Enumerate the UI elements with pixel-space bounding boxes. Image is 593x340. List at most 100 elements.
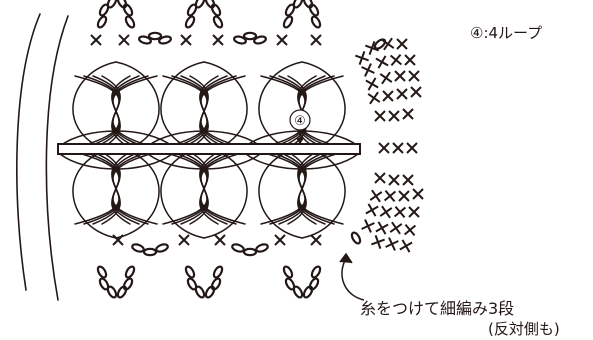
single-crochet-icon: [365, 77, 379, 91]
single-crochet-icon: [389, 53, 403, 67]
single-crochet-icon: [399, 239, 413, 253]
chain-stitch-icon: [373, 38, 387, 50]
loop-marker-label: ④: [294, 114, 306, 129]
single-crochet-group: [392, 142, 404, 154]
loop-strand: [203, 149, 248, 239]
chain-stitch-icon: [253, 35, 267, 45]
fabric-edge-line: [45, 15, 69, 301]
chain-stitch-icon: [122, 277, 134, 291]
single-crochet-group: [410, 86, 422, 98]
chain-stitch-icon: [231, 243, 245, 253]
single-crochet-group: [394, 70, 406, 82]
chain-stitch-icon: [194, 0, 206, 9]
single-crochet-group: [404, 54, 416, 66]
single-crochet-icon: [388, 174, 400, 186]
chain-stitch-icon: [184, 265, 196, 279]
loop-strand: [245, 153, 359, 170]
single-crochet-icon: [408, 70, 420, 82]
chain-stitch-icon: [106, 0, 118, 9]
loop-strand: [301, 149, 346, 239]
single-crochet-icon: [408, 206, 420, 218]
single-crochet-icon: [375, 221, 389, 235]
loop-strand: [74, 151, 158, 225]
loop-strand: [72, 149, 117, 239]
single-crochet-icon: [367, 91, 381, 105]
chain-stitch-icon: [310, 15, 322, 29]
single-crochet-icon: [112, 234, 124, 246]
single-crochet-group: [398, 190, 410, 202]
chain-stitch-icon: [147, 31, 163, 41]
loop-bundle: [147, 61, 261, 239]
chain-stitch-icon: [131, 243, 145, 253]
single-crochet-icon: [178, 234, 190, 246]
chain-stitch-icon: [292, 0, 304, 9]
chain-stitch-icon: [255, 243, 269, 253]
single-crochet-group: [375, 221, 389, 235]
single-crochet-icon: [180, 34, 192, 46]
chain-stitch-icon: [212, 265, 224, 279]
single-crochet-group: [369, 189, 383, 203]
fabric-edge-line: [16, 13, 41, 291]
chain-stitch-icon: [212, 15, 224, 29]
loop-strand: [260, 151, 344, 225]
chain-stitch-icon: [292, 285, 304, 299]
single-crochet-group: [367, 91, 381, 105]
loop-strand: [115, 61, 160, 151]
single-crochet-group: [396, 38, 408, 50]
loop-strand: [59, 130, 173, 147]
chain-stitch-icon: [282, 265, 294, 279]
single-crochet-icon: [361, 63, 375, 77]
single-crochet-icon: [361, 219, 375, 233]
single-crochet-group: [355, 51, 369, 65]
chain-stitch-icon: [302, 285, 314, 299]
chain-stitch-icon: [350, 231, 362, 245]
single-crochet-icon: [378, 142, 390, 154]
chain-stitch-icon: [308, 3, 320, 17]
single-crochet-icon: [383, 189, 397, 203]
single-crochet-icon: [212, 34, 224, 46]
chain-stitch-icon: [210, 277, 222, 291]
chain-stitch-icon: [116, 285, 128, 299]
single-crochet-icon: [379, 71, 393, 85]
single-crochet-icon: [310, 234, 322, 246]
single-crochet-icon: [118, 34, 130, 46]
single-crochet-group: [374, 172, 386, 184]
loop-strand: [203, 61, 248, 151]
single-crochet-icon: [393, 205, 407, 219]
single-crochet-group: [388, 110, 400, 122]
single-crochet-group: [408, 70, 420, 82]
single-crochet-group: [365, 203, 379, 217]
single-crochet-group: [361, 63, 375, 77]
single-crochet-group: [412, 188, 424, 200]
single-crochet-group: [383, 189, 397, 203]
single-crochet-group: [393, 205, 407, 219]
single-crochet-group: [382, 90, 394, 102]
chain-stitch-icon: [308, 277, 320, 291]
marker-circle: [289, 109, 311, 131]
chain-stitch-icon: [210, 3, 222, 17]
single-crochet-icon: [374, 110, 386, 122]
instruction-text: 糸をつけて細編み3段: [360, 299, 515, 318]
single-crochet-group: [389, 53, 403, 67]
loop-bundle: [59, 61, 173, 239]
chain-stitch-icon: [204, 285, 216, 299]
loop-strand: [59, 153, 173, 170]
single-crochet-group: [379, 71, 393, 85]
loop-strand: [115, 149, 160, 239]
single-crochet-icon: [90, 34, 102, 46]
single-crochet-icon: [365, 203, 379, 217]
single-crochet-group: [402, 174, 414, 186]
chain-stitch-icon: [96, 265, 108, 279]
single-crochet-icon: [371, 235, 385, 249]
chain-stitch-icon: [233, 35, 247, 45]
single-crochet-group: [365, 77, 379, 91]
single-crochet-icon: [394, 70, 406, 82]
single-crochet-icon: [406, 142, 418, 154]
arrow-icon: [339, 252, 353, 264]
single-crochet-icon: [404, 54, 416, 66]
single-crochet-icon: [396, 88, 408, 100]
single-crochet-icon: [403, 223, 417, 237]
single-crochet-icon: [389, 221, 403, 235]
single-crochet-group: [361, 219, 375, 233]
arrow-icon: [296, 137, 304, 145]
